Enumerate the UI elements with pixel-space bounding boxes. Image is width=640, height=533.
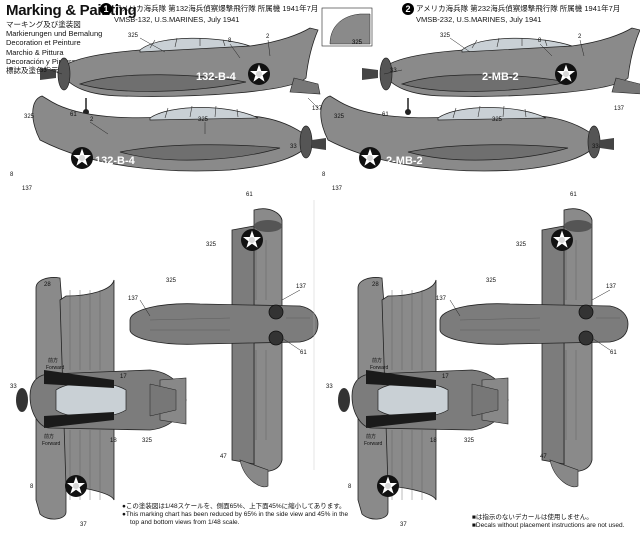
decal-note: ■は指示のないデカールは使用しません。 ■Decals without plac… [472,514,624,530]
forward-en-label: Forward [42,441,61,447]
callout-label: 137 [614,106,625,112]
callout-label: 325 [24,114,35,120]
fuselage-code: 2-MB-2 [386,155,423,167]
callout-label: 61 [570,192,577,198]
callout-label: 33 [326,384,333,390]
scheme-en-caption: VMSB-232, U.S.MARINES, July 1941 [416,15,542,24]
scale-note-en-2: top and bottom views from 1/48 scale. [130,519,240,526]
callout-label: 325 [128,33,139,39]
language-item: 標誌及塗色指示 [6,66,59,76]
language-item: Marchio & Pittura [6,47,64,57]
callout-label: 61 [246,192,253,198]
callout-label: 325 [142,438,153,444]
forward-jp-label: 前方 [48,357,58,364]
callout-label: 325 [464,438,475,444]
fuselage-code: 132-B-4 [196,71,237,83]
callout-label: 17 [120,374,127,380]
callout-label: 325 [440,33,451,39]
callout-label: 137 [436,296,447,302]
callout-label: 37 [80,522,87,528]
scheme-number-badge: 2 [402,3,414,15]
callout-numbers: 325 8 2 33 61 137 325 2 325 33 8 137 61 … [10,33,625,528]
callout-label: 47 [220,454,227,460]
callout-label: 61 [70,112,77,118]
callout-leaders [49,37,611,351]
scheme-1-side-view-lower: 132-B-4 [32,95,327,172]
forward-en-label: Forward [364,441,383,447]
language-list: マーキング及び塗装図 Markierungen und Bemalung Dec… [6,20,102,75]
scheme-en-caption: VMSB-132, U.S.MARINES, July 1941 [114,15,240,24]
callout-label: 33 [290,144,297,150]
language-item: Decoration et Peinture [6,38,81,48]
scheme-2-side-view-lower: 2-MB-2 [320,95,615,172]
callout-label: 325 [334,114,345,120]
callout-label: 325 [206,242,217,248]
scheme-2-bottom-view [439,208,629,488]
scale-note-jp: ●この塗装図は1/48スケールを、側面65%、上下面45%に縮小してあります。 [122,503,346,510]
forward-labels: 前方 Forward 前方 Forward 前方 Forward 前方 Forw… [42,357,389,447]
callout-label: 137 [606,284,617,290]
callout-label: 33 [592,144,599,150]
callout-label: 2 [266,34,270,40]
callout-label: 8 [30,484,34,490]
callout-label: 137 [128,296,139,302]
scale-note: ●この塗装図は1/48スケールを、側面65%、上下面45%に縮小してあります。 … [122,503,348,527]
callout-label: 325 [516,242,527,248]
callout-label: 325 [198,117,209,123]
callout-label: 33 [10,384,17,390]
scheme-jp-caption: アメリカ海兵隊 第132海兵偵察爆撃飛行隊 所属機 1941年7月 [114,3,319,13]
decal-note-en: ■Decals without placement instructions a… [472,522,625,529]
tail-detail-inset: 325 [321,7,373,47]
callout-label: 137 [332,186,343,192]
language-item: マーキング及び塗装図 [6,20,81,29]
callout-label: 137 [22,186,33,192]
callout-label: 8 [322,172,326,178]
callout-label: 325 [166,278,177,284]
fuselage-code: 132-B-4 [95,155,136,167]
language-item: Decoración y Pintura [6,56,76,66]
callout-label: 28 [44,282,51,288]
scheme-number-badge: 1 [100,3,112,15]
callout-label: 61 [610,350,617,356]
callout-label: 33 [40,68,47,74]
callout-label: 8 [228,38,232,44]
fuselage-code: 2-MB-2 [482,71,519,83]
callout-label: 17 [442,374,449,380]
callout-label: 8 [348,484,352,490]
language-item: Markierungen und Bemalung [6,29,103,39]
scale-note-en-1: ●This marking chart has been reduced by … [122,511,349,518]
callout-label: 2 [578,34,582,40]
callout-label: 18 [430,438,437,444]
forward-jp-label: 前方 [366,433,376,440]
callout-label: 61 [300,350,307,356]
scheme-jp-caption: アメリカ海兵隊 第232海兵偵察爆撃飛行隊 所属機 1941年7月 [416,3,621,13]
callout-label: 137 [312,106,323,112]
scheme-1-side-view-upper: 132-B-4 [39,27,321,116]
callout-label: 61 [382,112,389,118]
callout-label: 37 [400,522,407,528]
callout-label: 325 [486,278,497,284]
callout-label: 47 [540,454,547,460]
callout-label: 8 [10,172,14,178]
scheme-2-side-view-upper: 2-MB-2 [361,27,640,116]
forward-en-label: Forward [46,365,65,371]
callout-label: 33 [390,68,397,74]
callout-label: 137 [296,284,307,290]
callout-label: 28 [372,282,379,288]
callout-label: 325 [492,117,503,123]
callout-label: 8 [538,38,542,44]
callout-label: 2 [90,117,94,123]
forward-en-label: Forward [370,365,389,371]
callout-label: 18 [110,438,117,444]
forward-jp-label: 前方 [372,357,382,364]
decal-note-jp: ■は指示のないデカールは使用しません。 [472,514,593,521]
callout-label: 325 [352,40,363,46]
forward-jp-label: 前方 [44,433,54,440]
scheme-1-bottom-view [129,208,319,488]
